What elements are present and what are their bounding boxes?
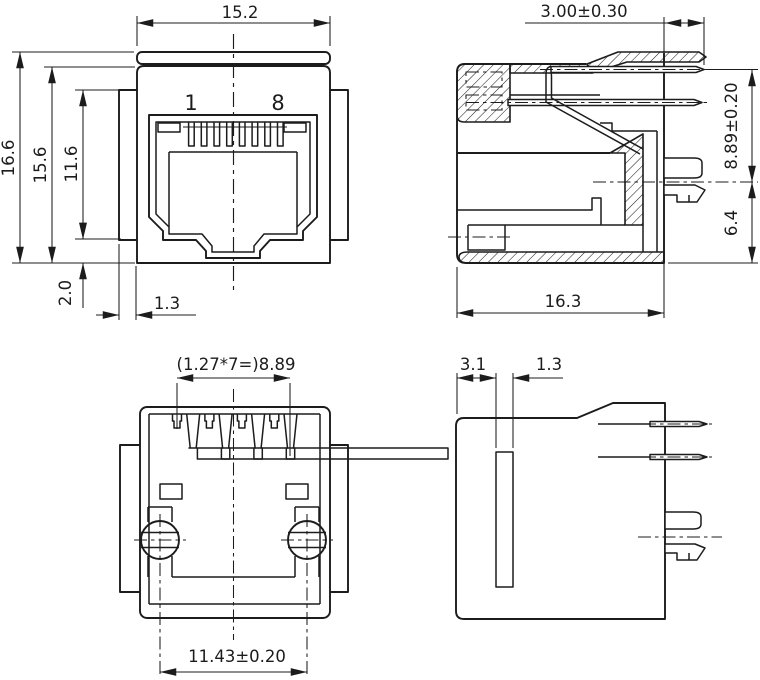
bottom-body [139, 406, 331, 619]
bottom-window-left [159, 483, 183, 500]
dim-slot-width-label: 1.3 [536, 355, 562, 374]
side-latch-tab [664, 511, 702, 530]
bottom-dimension-lines [160, 374, 307, 676]
side-body [455, 402, 666, 620]
board-latch-tab [663, 157, 703, 179]
front-top-cap [136, 51, 331, 65]
board-latch-hook [663, 184, 706, 203]
front-dimension-lines [12, 16, 331, 320]
dim-post-spacing-label: 11.43±0.20 [188, 647, 286, 666]
dim-lower-height-label: 6.4 [722, 210, 741, 236]
front-view: 15.2 16.6 15.6 11.6 2.0 1.3 1 8 [0, 3, 349, 320]
bottom-mounting-ears [119, 444, 349, 593]
side-pins [598, 420, 712, 461]
socket-opening-inner [155, 121, 311, 253]
side-dimension-lines [456, 373, 563, 448]
bottom-view: (1.27*7=)8.89 11.43±0.20 [119, 355, 449, 678]
dim-slot-offset-label: 3.1 [460, 355, 486, 374]
front-mounting-ears [118, 89, 349, 241]
interior-steps-right [600, 122, 658, 252]
dim-contact-height-label: 8.89±0.20 [722, 82, 741, 169]
pin1-label: 1 [184, 91, 197, 115]
side-latch-hook [664, 543, 706, 561]
mounting-post-right [281, 506, 333, 678]
dim-front-total-height-label: 16.6 [0, 140, 18, 177]
dim-front-flange-offset-label: 1.3 [154, 294, 180, 313]
front-body [136, 65, 331, 264]
pin8-label: 8 [271, 91, 284, 115]
section-bottom-wall [458, 251, 665, 264]
socket-opening-outer [148, 114, 318, 259]
latch-window-left [157, 122, 181, 133]
spring-contact [545, 65, 644, 155]
bottom-inner-outline [148, 413, 321, 605]
side-slot [495, 451, 514, 588]
side-view: 3.1 1.3 [455, 355, 722, 620]
dim-front-face-height-label: 15.6 [31, 147, 50, 184]
dim-depth-label: 16.3 [545, 292, 582, 311]
interior-wedge [609, 133, 644, 226]
dim-front-width-label: 15.2 [222, 3, 259, 22]
dim-pin-protrusion-label: 3.00±0.30 [540, 2, 627, 21]
contact-teeth [187, 122, 284, 147]
bottom-window-right [285, 483, 309, 500]
latch-window-right [283, 122, 307, 133]
interior-steps-left [457, 197, 625, 251]
mounting-post-left [134, 506, 186, 678]
contact-slots [171, 413, 449, 460]
hidden-feature-upper [465, 71, 503, 88]
section-view: 3.00±0.30 8.89±0.20 6.4 16.3 [448, 2, 758, 318]
solder-pin-upper [550, 65, 705, 74]
dim-contact-span-label: (1.27*7=)8.89 [177, 355, 296, 374]
dim-front-bottom-step-label: 2.0 [56, 280, 75, 306]
socket-cavity [168, 151, 298, 227]
dim-front-opening-height-label: 11.6 [62, 146, 81, 183]
